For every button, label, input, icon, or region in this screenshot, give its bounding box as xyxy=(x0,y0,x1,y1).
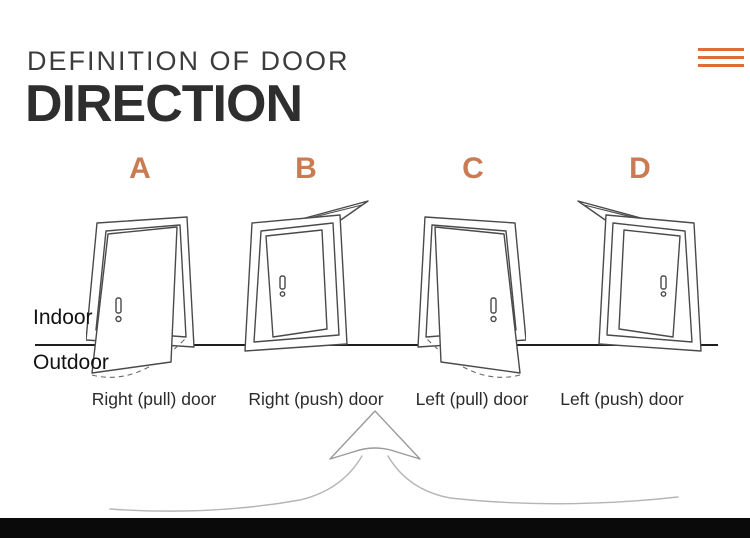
left-swoosh-curve xyxy=(109,455,363,512)
hamburger-icon-bar xyxy=(698,64,744,67)
door-caption-c: Left (pull) door xyxy=(415,389,529,409)
door-letter-c: C xyxy=(462,152,484,185)
up-arrow-icon xyxy=(329,410,421,460)
door-caption-d: Left (push) door xyxy=(560,389,684,409)
door-illustration-c xyxy=(417,216,526,379)
door-letter-b: B xyxy=(295,152,317,185)
hamburger-menu-button[interactable] xyxy=(698,48,744,72)
bottom-bar xyxy=(0,518,750,538)
up-arrow-decoration xyxy=(109,410,679,512)
right-swoosh-curve xyxy=(387,455,679,505)
door-caption-a: Right (pull) door xyxy=(91,389,217,409)
door-illustration-b xyxy=(244,200,369,352)
indoor-label: Indoor xyxy=(33,306,93,329)
page-title-line2: DIRECTION xyxy=(25,75,303,133)
page-title-line1: DEFINITION OF DOOR xyxy=(27,46,350,76)
door-caption-b: Right (push) door xyxy=(248,389,384,409)
outdoor-label: Outdoor xyxy=(33,351,109,374)
door-letter-d: D xyxy=(629,152,651,185)
hamburger-icon-bar xyxy=(698,48,744,51)
door-illustration-d xyxy=(577,200,702,352)
door-letter-a: A xyxy=(129,152,151,185)
hamburger-icon-bar xyxy=(698,56,744,59)
